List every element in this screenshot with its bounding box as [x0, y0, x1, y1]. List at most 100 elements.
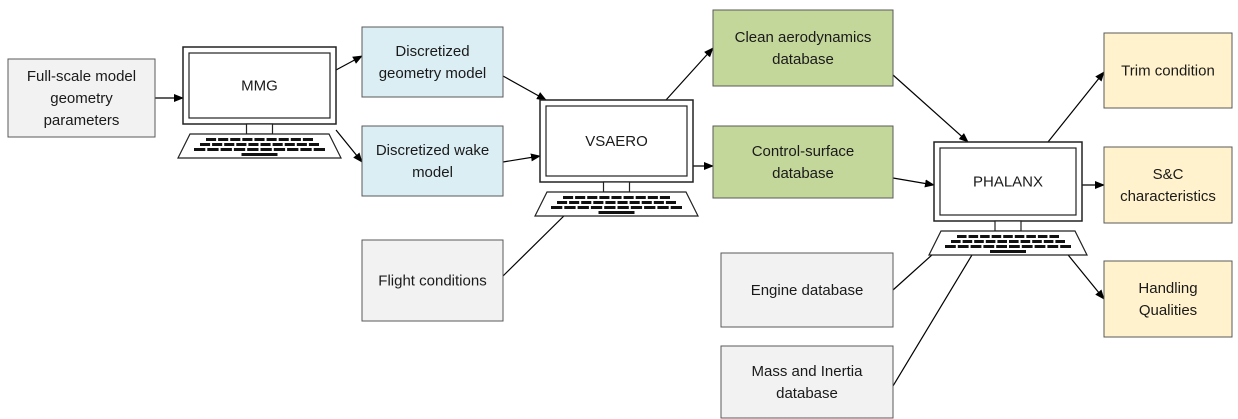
key: [194, 148, 206, 151]
sc-label-line: S&C: [1153, 166, 1184, 183]
key: [212, 143, 223, 146]
key: [996, 245, 1007, 248]
key: [1047, 245, 1059, 248]
spacebar: [990, 250, 1026, 253]
key: [313, 148, 325, 151]
flight-box: [361, 239, 504, 322]
monitor-stand: [245, 123, 274, 135]
flight-label-line: Flight conditions: [378, 273, 486, 290]
edge-disc-geom-to-vsaero: [502, 75, 547, 101]
key: [1003, 235, 1013, 238]
key: [278, 138, 289, 141]
key: [557, 201, 568, 204]
key: [254, 138, 265, 141]
key: [605, 201, 616, 204]
key: [599, 196, 610, 199]
key: [284, 143, 295, 146]
key: [200, 143, 211, 146]
key: [260, 148, 272, 151]
control-surf-label-line: Control-surface: [752, 143, 855, 160]
key: [957, 245, 969, 248]
disc-wake-label-line: model: [412, 164, 453, 181]
key: [970, 245, 982, 248]
vsaero-label: VSAERO: [585, 133, 648, 150]
key: [1009, 245, 1020, 248]
fullscale-label-line: Full-scale model: [27, 68, 136, 85]
key: [260, 143, 271, 146]
key: [1055, 240, 1065, 243]
key: [951, 240, 961, 243]
engine-box: [720, 252, 894, 328]
edge-control-surf-to-phalanx: [892, 177, 935, 188]
trim-node: Trim condition: [1103, 32, 1233, 109]
key: [1043, 240, 1054, 243]
edge-mmg-to-disc-geom: [335, 55, 363, 71]
key: [242, 138, 253, 141]
key: [647, 196, 658, 199]
edge-phalanx-to-trim: [1047, 71, 1105, 143]
key: [220, 148, 232, 151]
key: [296, 143, 307, 146]
key: [577, 206, 589, 209]
key: [300, 148, 312, 151]
key: [630, 206, 643, 209]
key: [997, 240, 1007, 243]
sc-box: [1103, 146, 1233, 224]
fullscale-label-line: geometry: [50, 90, 113, 107]
monitor-stand: [994, 220, 1022, 232]
key: [991, 235, 1002, 238]
key: [272, 143, 283, 146]
key: [266, 138, 277, 141]
spacebar: [598, 211, 635, 214]
key: [551, 206, 563, 209]
key: [1049, 235, 1059, 238]
engine-label-line: Engine database: [751, 282, 864, 299]
key: [980, 235, 990, 238]
key: [659, 196, 670, 199]
clean-aero-box: [712, 9, 894, 87]
key: [1014, 235, 1025, 238]
key: [230, 138, 241, 141]
key: [968, 235, 979, 238]
monitor-screen: [188, 52, 331, 119]
hq-label-line: Qualities: [1139, 302, 1197, 319]
key: [1009, 240, 1019, 243]
key: [611, 196, 622, 199]
key: [945, 245, 956, 248]
key: [957, 235, 967, 238]
key: [563, 196, 574, 199]
key: [1020, 240, 1031, 243]
sc-label-line: characteristics: [1120, 188, 1216, 205]
key: [564, 206, 576, 209]
key: [1037, 235, 1048, 238]
mass-box: [720, 345, 894, 419]
key: [308, 143, 319, 146]
mmg-computer-icon: MMG: [177, 46, 342, 159]
edge-clean-aero-to-phalanx: [892, 74, 969, 143]
mass-label-line: database: [776, 385, 838, 402]
edge-mmg-to-disc-wake: [335, 129, 363, 163]
disc-wake-node: Discretized wake model: [361, 125, 504, 197]
edge-mass-to-phalanx: [892, 244, 979, 387]
trim-box: [1103, 32, 1233, 109]
key: [273, 148, 286, 151]
key: [635, 196, 646, 199]
key: [224, 143, 235, 146]
key: [653, 201, 664, 204]
hq-box: [1103, 260, 1233, 338]
key: [974, 240, 984, 243]
key: [581, 201, 592, 204]
key: [1026, 235, 1036, 238]
monitor-stand: [602, 181, 631, 193]
key: [670, 206, 682, 209]
key: [1032, 240, 1042, 243]
disc-wake-label-line: Discretized wake: [376, 142, 489, 159]
key: [641, 201, 652, 204]
engine-node: Engine database: [720, 252, 894, 328]
